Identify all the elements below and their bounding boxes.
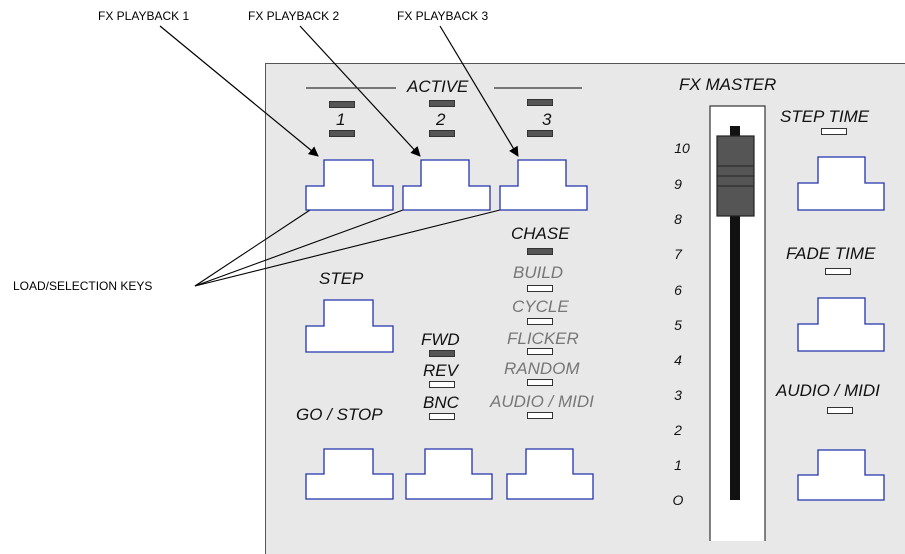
fader-scale-2: 2	[674, 422, 682, 438]
step-time-label: STEP TIME	[780, 107, 870, 126]
active-label: ACTIVE	[407, 77, 469, 96]
fx-playback-1-key[interactable]	[305, 159, 394, 211]
fader-scale-4: 4	[674, 352, 682, 368]
fade-time-key[interactable]	[797, 297, 885, 352]
fader-scale-3: 3	[674, 387, 682, 403]
audio-midi-mode-led	[527, 412, 553, 419]
fader-slot	[730, 126, 740, 500]
playback-number-2: 2	[436, 110, 446, 129]
fader-scale-5: 5	[674, 317, 682, 333]
chase-label: CHASE	[511, 224, 570, 243]
fade-time-label: FADE TIME	[786, 244, 876, 263]
random-led	[527, 379, 553, 386]
fader-scale-9: 9	[674, 176, 682, 192]
load-keys-line-3	[194, 209, 501, 287]
step-time-led	[821, 128, 847, 135]
playback-number-1: 1	[336, 110, 346, 129]
fx-playback-3-key[interactable]	[499, 159, 588, 211]
fx-master-label: FX MASTER	[679, 75, 777, 94]
fwd-label: FWD	[421, 330, 460, 349]
audio-midi-mode-label: AUDIO / MIDI	[490, 392, 594, 411]
flicker-led	[527, 348, 553, 355]
keys-layer	[305, 105, 885, 541]
callout-arrows	[159, 25, 582, 287]
random-label: RANDOM	[504, 359, 580, 378]
fader-scale-0: O	[672, 492, 684, 508]
active-1-led-bottom	[329, 130, 355, 137]
flicker-label: FLICKER	[507, 329, 579, 348]
build-led	[527, 285, 553, 292]
fx-playback-2-key[interactable]	[402, 159, 491, 211]
fx-playback-3-callout: FX PLAYBACK 3	[397, 9, 489, 23]
fx-playback-1-callout: FX PLAYBACK 1	[98, 9, 190, 23]
active-3-led-bottom	[527, 130, 553, 137]
bnc-led	[429, 413, 455, 420]
active-1-led-top	[329, 101, 355, 108]
active-3-led-top	[527, 99, 553, 106]
step-label: STEP	[319, 269, 364, 288]
playback-number-3: 3	[542, 110, 552, 129]
fx-panel-diagram: FX PLAYBACK 1 FX PLAYBACK 2 FX PLAYBACK …	[13, 9, 905, 554]
fx-playback-2-callout: FX PLAYBACK 2	[248, 9, 340, 23]
cycle-led	[527, 318, 553, 325]
audio-midi-led	[827, 407, 853, 414]
fader-scale-1: 1	[674, 457, 682, 473]
load-keys-line-1	[194, 209, 311, 287]
step-time-key[interactable]	[797, 156, 885, 211]
rev-led	[429, 381, 455, 388]
chase-led	[527, 248, 553, 255]
go-stop-label: GO / STOP	[296, 405, 383, 424]
mode-key[interactable]	[506, 448, 594, 500]
active-2-led-top	[429, 100, 455, 107]
fwd-led	[429, 350, 455, 357]
go-stop-key[interactable]	[305, 448, 394, 500]
cycle-label: CYCLE	[512, 297, 569, 316]
direction-key[interactable]	[405, 448, 493, 500]
fx-playback-1-arrow	[159, 25, 319, 157]
fader-scale-8: 8	[674, 211, 682, 227]
load-keys-line-2	[194, 209, 404, 287]
fader-scale-6: 6	[674, 282, 682, 298]
active-2-led-bottom	[429, 130, 455, 137]
fx-playback-2-arrow	[299, 25, 421, 157]
audio-midi-key[interactable]	[797, 449, 885, 501]
fader-scale-10: 10	[674, 140, 690, 156]
fader-scale-7: 7	[674, 246, 682, 262]
bnc-label: BNC	[423, 393, 459, 412]
rev-label: REV	[423, 361, 458, 380]
load-selection-keys-callout: LOAD/SELECTION KEYS	[13, 279, 153, 293]
fade-time-led	[825, 268, 851, 275]
audio-midi-label: AUDIO / MIDI	[776, 381, 880, 400]
fx-master-fader-knob[interactable]	[716, 135, 755, 217]
build-label: BUILD	[513, 263, 564, 282]
step-key[interactable]	[305, 299, 394, 353]
fx-playback-3-arrow	[439, 25, 519, 157]
